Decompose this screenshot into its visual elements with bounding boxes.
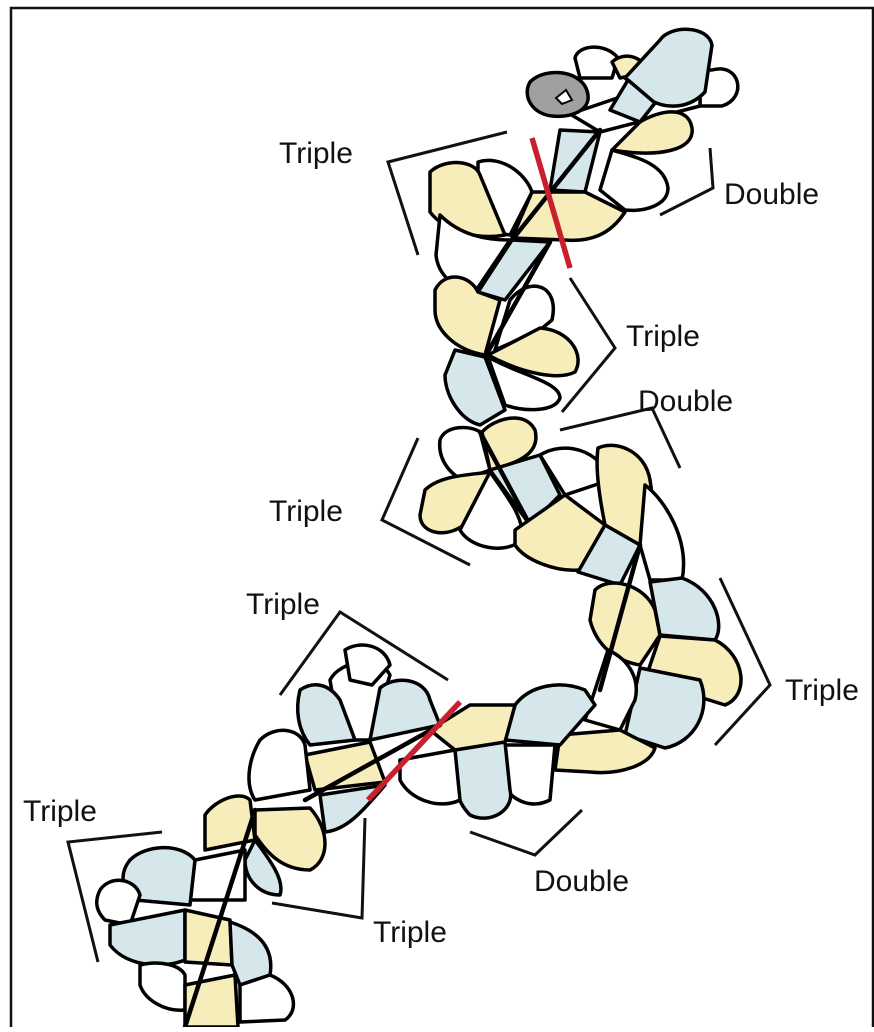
spine	[597, 542, 643, 693]
label-double-1: Double	[724, 178, 819, 211]
braid-piece	[486, 326, 580, 378]
clasp-ring	[698, 67, 740, 108]
braid-piece	[398, 748, 462, 806]
bracket-triple-4	[713, 577, 772, 747]
label-triple-7: Triple	[373, 916, 447, 949]
clasp-notch	[554, 88, 574, 106]
spine	[482, 239, 553, 360]
braid-piece	[188, 848, 247, 902]
label-double-2: Double	[638, 385, 733, 418]
braid-piece	[573, 45, 620, 80]
braid-piece	[433, 275, 502, 357]
label-triple-4: Triple	[246, 588, 320, 621]
braid-piece	[638, 483, 686, 582]
bracket-double-1	[659, 147, 715, 217]
bracket-triple-1	[386, 130, 508, 256]
label-triple-6: Triple	[23, 795, 97, 828]
cut-line-top	[529, 137, 573, 269]
braid-piece	[238, 973, 296, 1024]
bracket-double-2	[559, 406, 682, 469]
spine	[182, 807, 258, 1030]
bracket-triple-2	[560, 277, 617, 413]
bracket-triple-7	[271, 817, 367, 920]
braid-piece	[443, 348, 507, 427]
label-triple-1: Triple	[279, 137, 353, 170]
braid-piece	[643, 634, 743, 707]
label-triple-5: Triple	[785, 674, 859, 707]
braid-piece	[368, 678, 442, 742]
braid-piece	[623, 27, 714, 108]
spine	[509, 127, 603, 243]
braid-piece	[203, 794, 257, 852]
braid-piece	[488, 453, 562, 527]
clasp-lobster	[525, 70, 590, 119]
braid-piece	[610, 110, 694, 155]
braid-piece	[243, 838, 283, 897]
braid-piece	[503, 683, 597, 747]
braid-piece	[486, 355, 562, 412]
figure-border	[9, 6, 874, 1032]
braid-piece	[648, 576, 721, 642]
braid-piece	[553, 728, 657, 775]
label-double-3: Double	[534, 865, 629, 898]
braid-piece	[303, 740, 387, 792]
braid-piece	[343, 643, 392, 687]
braid-piece	[623, 666, 706, 750]
braid-piece	[247, 728, 312, 802]
bracket-double-3	[469, 808, 584, 857]
bracket-triple-6	[66, 830, 163, 963]
cut-line-middle	[365, 700, 463, 802]
braid-piece	[451, 740, 513, 820]
spine	[302, 722, 443, 803]
bracket-triple-3	[380, 437, 471, 567]
spine	[477, 429, 533, 528]
braid-piece	[94, 878, 142, 927]
braid-piece	[138, 961, 187, 1012]
braid-segments	[94, 27, 743, 1030]
braid-piece	[598, 148, 670, 213]
bracket-triple-5	[278, 609, 449, 696]
braid-piece	[583, 648, 638, 732]
label-triple-3: Triple	[269, 495, 343, 528]
label-triple-2: Triple	[626, 320, 700, 353]
braid-piece	[428, 703, 517, 752]
braid-piece	[121, 845, 197, 907]
braid-piece	[434, 213, 512, 294]
braid-piece	[296, 683, 357, 747]
braid-piece	[253, 806, 327, 872]
braid-piece	[476, 238, 552, 302]
